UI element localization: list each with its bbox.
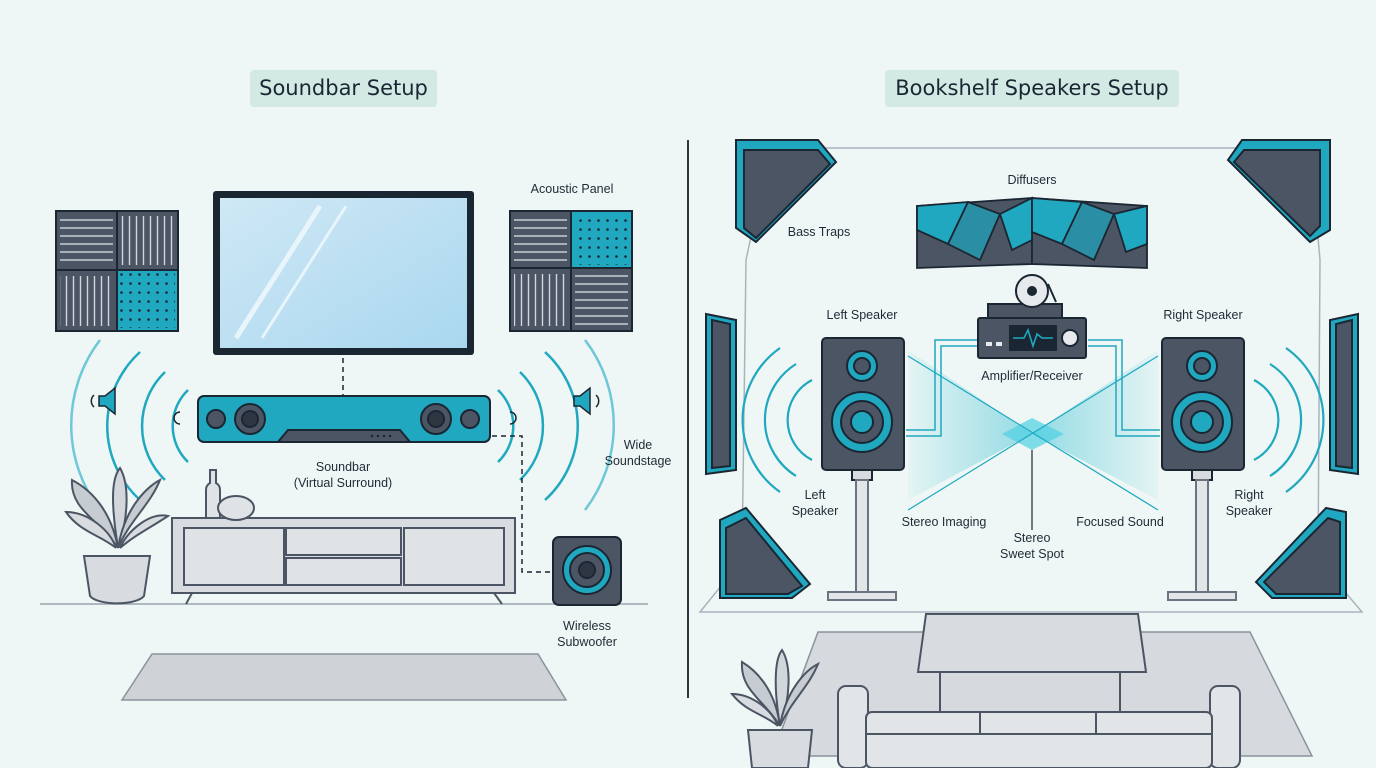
diffusers xyxy=(916,196,1148,269)
diffusers-label: Diffusers xyxy=(1007,173,1057,187)
left-speaker xyxy=(821,337,905,601)
plant-right xyxy=(729,648,820,768)
right-panel xyxy=(698,139,1364,768)
wide-soundstage-line1: Wide xyxy=(623,438,653,452)
right-speaker-line2: Speaker xyxy=(1225,504,1273,518)
left-speaker-line1: Left xyxy=(804,488,826,502)
sweet-spot-label: Stereo Sweet Spot xyxy=(990,530,1074,562)
speaker-waves xyxy=(741,347,1325,493)
acoustic-panel-left xyxy=(55,210,179,332)
soundbar-setup-title: Soundbar Setup xyxy=(250,70,437,107)
wireless-subwoofer-line1: Wireless xyxy=(563,619,611,633)
sweet-spot-line1: Stereo xyxy=(1013,531,1051,545)
soundbar-label-line2: (Virtual Surround) xyxy=(293,476,393,490)
wireless-subwoofer-line2: Subwoofer xyxy=(557,635,617,649)
soundbar-label-line1: Soundbar xyxy=(315,460,371,474)
left-panel xyxy=(40,191,648,701)
wide-soundstage-label: Wide Soundstage xyxy=(596,437,680,469)
left-speaker-label: Left Speaker xyxy=(780,487,850,519)
left-speaker-line2: Speaker xyxy=(791,504,839,518)
wireless-subwoofer xyxy=(552,536,622,606)
right-speaker-label: Right Speaker xyxy=(1214,487,1284,519)
right-speaker-top-label: Right Speaker xyxy=(1163,308,1243,322)
sofa xyxy=(837,685,1241,768)
right-speaker-line1: Right xyxy=(1234,488,1264,502)
acoustic-panel-label: Acoustic Panel xyxy=(530,182,614,196)
soundbar-label: Soundbar (Virtual Surround) xyxy=(283,459,403,491)
sweet-spot-line2: Sweet Spot xyxy=(1000,547,1064,561)
wide-soundstage-line2: Soundstage xyxy=(604,454,672,468)
amplifier-label: Amplifier/Receiver xyxy=(981,369,1083,383)
bass-traps xyxy=(705,139,1359,599)
coffee-table xyxy=(916,613,1148,712)
speaker-icon xyxy=(90,386,600,425)
soundbar xyxy=(197,395,553,573)
tv-console xyxy=(171,469,516,605)
floor-rug xyxy=(120,653,568,701)
bass-traps-label: Bass Traps xyxy=(787,225,851,239)
wireless-subwoofer-label: Wireless Subwoofer xyxy=(545,618,629,650)
stereo-imaging-label: Stereo Imaging xyxy=(901,515,987,529)
focused-sound-label: Focused Sound xyxy=(1076,515,1164,529)
stereo-beams xyxy=(907,350,1159,530)
speaker-cables xyxy=(906,339,1160,437)
plant-left xyxy=(64,466,171,605)
left-speaker-top-label: Left Speaker xyxy=(826,308,898,322)
tv xyxy=(213,191,474,396)
acoustic-panel-right xyxy=(509,210,633,332)
amplifier-receiver xyxy=(977,274,1087,359)
bookshelf-setup-title: Bookshelf Speakers Setup xyxy=(885,70,1179,107)
right-speaker xyxy=(1161,337,1245,601)
